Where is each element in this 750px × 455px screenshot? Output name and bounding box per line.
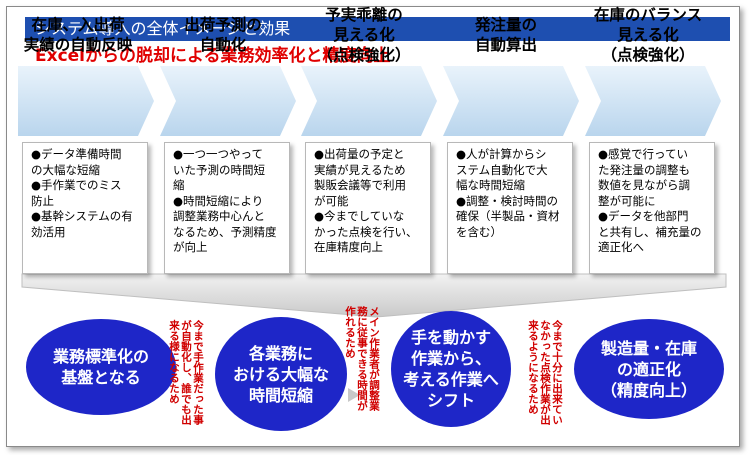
detail-line: 確保（半製品・資材 [456, 209, 560, 223]
step-title-line: 自動化 [199, 36, 247, 54]
effect-line: 製造量・在庫 [600, 338, 697, 358]
step-title: 発注量の自動算出 [449, 0, 563, 70]
effect-line: 時間短縮 [248, 385, 313, 405]
detail-line: と共有し、補充量の [598, 224, 702, 239]
detail-line: 調整業務中心んと [173, 209, 265, 223]
detail-line: ●今までしていな [314, 209, 405, 223]
detail-line: 在庫精度向上 [314, 240, 383, 254]
detail-line: ●感覚で行ってい [598, 147, 688, 161]
effect-line: 業務標準化の [52, 347, 149, 366]
detail-line: 実績が見えるため [314, 162, 406, 177]
effect-reason-note: 今まで十分に出来ていなかった点検作業が出来るようになるため [527, 320, 563, 425]
detail-line: ●データ準備時間 [31, 147, 122, 161]
step-title-line: （点検強化） [601, 46, 695, 64]
detail-line: 整が可能に [598, 193, 656, 208]
detail-line: が可能 [314, 193, 349, 208]
step-chevron [18, 66, 154, 136]
step-detail-box: ●感覚で行っていた発注量の調整も数値を見ながら調整が可能に●データを他部門と共有… [589, 142, 715, 274]
detail-line: が向上 [173, 240, 208, 254]
step-title-line: 実績の自動反映 [23, 36, 133, 54]
effect-circle: 業務標準化の基盤となる [26, 319, 176, 415]
step-detail-box: ●人が計算からシステム自動化で大幅な時間短縮●調整・検討時間の確保（半製品・資材… [447, 142, 573, 274]
detail-line: ステム自動化で大 [456, 162, 548, 177]
note-line: が自動化し、誰でも出 [180, 320, 192, 425]
step-title: 出荷予測の自動化 [166, 0, 280, 70]
note-line: 今まで十分に出来てい [551, 320, 563, 425]
header-bar: システム導入の全体イメージと効果 [25, 17, 730, 41]
small-arrow-icon [348, 388, 360, 402]
effect-reason-note: 今まで手作業だった事が自動化し、誰でも出来る様になるため [168, 320, 204, 425]
note-line: メイン作業者が調整業 [368, 306, 380, 411]
effect-line: （精度向上） [600, 380, 697, 400]
effect-line: シフト [426, 391, 475, 410]
detail-line: ●基幹システムの有 [31, 209, 133, 223]
step-title-line: 見える化 [333, 26, 395, 44]
detail-line: 幅な時間短縮 [456, 178, 525, 192]
detail-line: 数値を見ながら調 [598, 178, 690, 192]
detail-line: ●手作業でのミス [31, 178, 122, 192]
subtitle: Excelからの脱却による業務効率化と精度向上 [35, 46, 391, 66]
detail-line: た発注量の調整も [598, 162, 690, 177]
effect-circle: 製造量・在庫の適正化（精度向上） [574, 319, 724, 419]
detail-line: いた予測の時間短 [173, 162, 265, 177]
detail-line: ●時間短縮により [173, 193, 264, 208]
step-chevron [585, 66, 721, 136]
detail-line: の大幅な短縮 [31, 162, 100, 177]
note-line: 作れるため [344, 306, 356, 359]
effect-circle: 手を動かす作業から、考える作業へシフト [391, 311, 511, 427]
effect-reason-note: メイン作業者が調整業務に従事できる時間が作れるため [344, 306, 380, 411]
step-title: 予実乖離の見える化 （点検強化） [307, 0, 421, 70]
header-title: システム導入の全体イメージと効果 [35, 19, 291, 38]
step-title: 在庫のバランス見える化 （点検強化） [591, 0, 705, 70]
detail-line: 縮 [173, 178, 185, 192]
detail-line: ●人が計算からシ [456, 147, 547, 161]
step-title-line: （点検強化） [317, 46, 411, 64]
step-chevron [160, 66, 296, 136]
detail-line: 効活用 [31, 224, 66, 239]
step-title-line: 自動算出 [474, 36, 537, 54]
step-chevron [301, 66, 437, 136]
step-detail-box: ●データ準備時間の大幅な短縮●手作業でのミス防止●基幹システムの有効活用 [22, 142, 148, 274]
step-detail-box: ●一つ一つやっていた予測の時間短縮●時間短縮により調整業務中心んとなるため、予測… [164, 142, 290, 274]
step-title-line: 在庫のバランス [593, 6, 703, 24]
step-title-line: 予実乖離の [325, 6, 403, 24]
detail-line: 適正化へ [598, 240, 644, 254]
effect-line: 考える作業へ [403, 370, 499, 389]
note-line: 今まで手作業だった事 [192, 320, 204, 425]
step-title: 在庫、入出荷実績の自動反映 [18, 0, 138, 70]
step-title-line: 出荷予測の [184, 16, 262, 34]
effect-circle: 各業務における大幅な時間短縮 [215, 317, 347, 431]
step-title-line: 在庫、入出荷 [31, 16, 125, 34]
note-line: 来るようになるため [527, 320, 539, 415]
note-line: 務に従事できる時間が [356, 306, 368, 411]
effect-line: 手を動かす [410, 328, 491, 347]
step-detail-box: ●出荷量の予定と実績が見えるため製販会議等で利用が可能●今までしていなかった点検… [305, 142, 431, 274]
detail-line: を含む） [456, 224, 502, 239]
step-title-line: 発注量の [474, 16, 537, 34]
detail-line: 防止 [31, 193, 54, 208]
effect-line: 基盤となる [61, 368, 141, 387]
detail-line: ●出荷量の予定と [314, 147, 405, 161]
detail-line: ●一つ一つやって [173, 147, 263, 161]
detail-line: ●データを他部門 [598, 209, 689, 223]
effect-line: 各業務に [248, 343, 313, 363]
detail-line: 製販会議等で利用 [314, 178, 406, 192]
effect-line: おける大幅な [232, 364, 329, 384]
step-title-line: 見える化 [617, 26, 679, 44]
note-line: なかった点検作業が出 [539, 320, 551, 425]
effect-line: の適正化 [616, 359, 681, 379]
effect-line: 作業から、 [410, 349, 491, 368]
step-chevron [443, 66, 579, 136]
detail-line: ●調整・検討時間の [456, 193, 559, 208]
note-line: 来る様になるため [168, 320, 180, 404]
detail-line: なるため、予測精度 [173, 224, 277, 239]
detail-line: かった点検を行い、 [314, 224, 418, 239]
